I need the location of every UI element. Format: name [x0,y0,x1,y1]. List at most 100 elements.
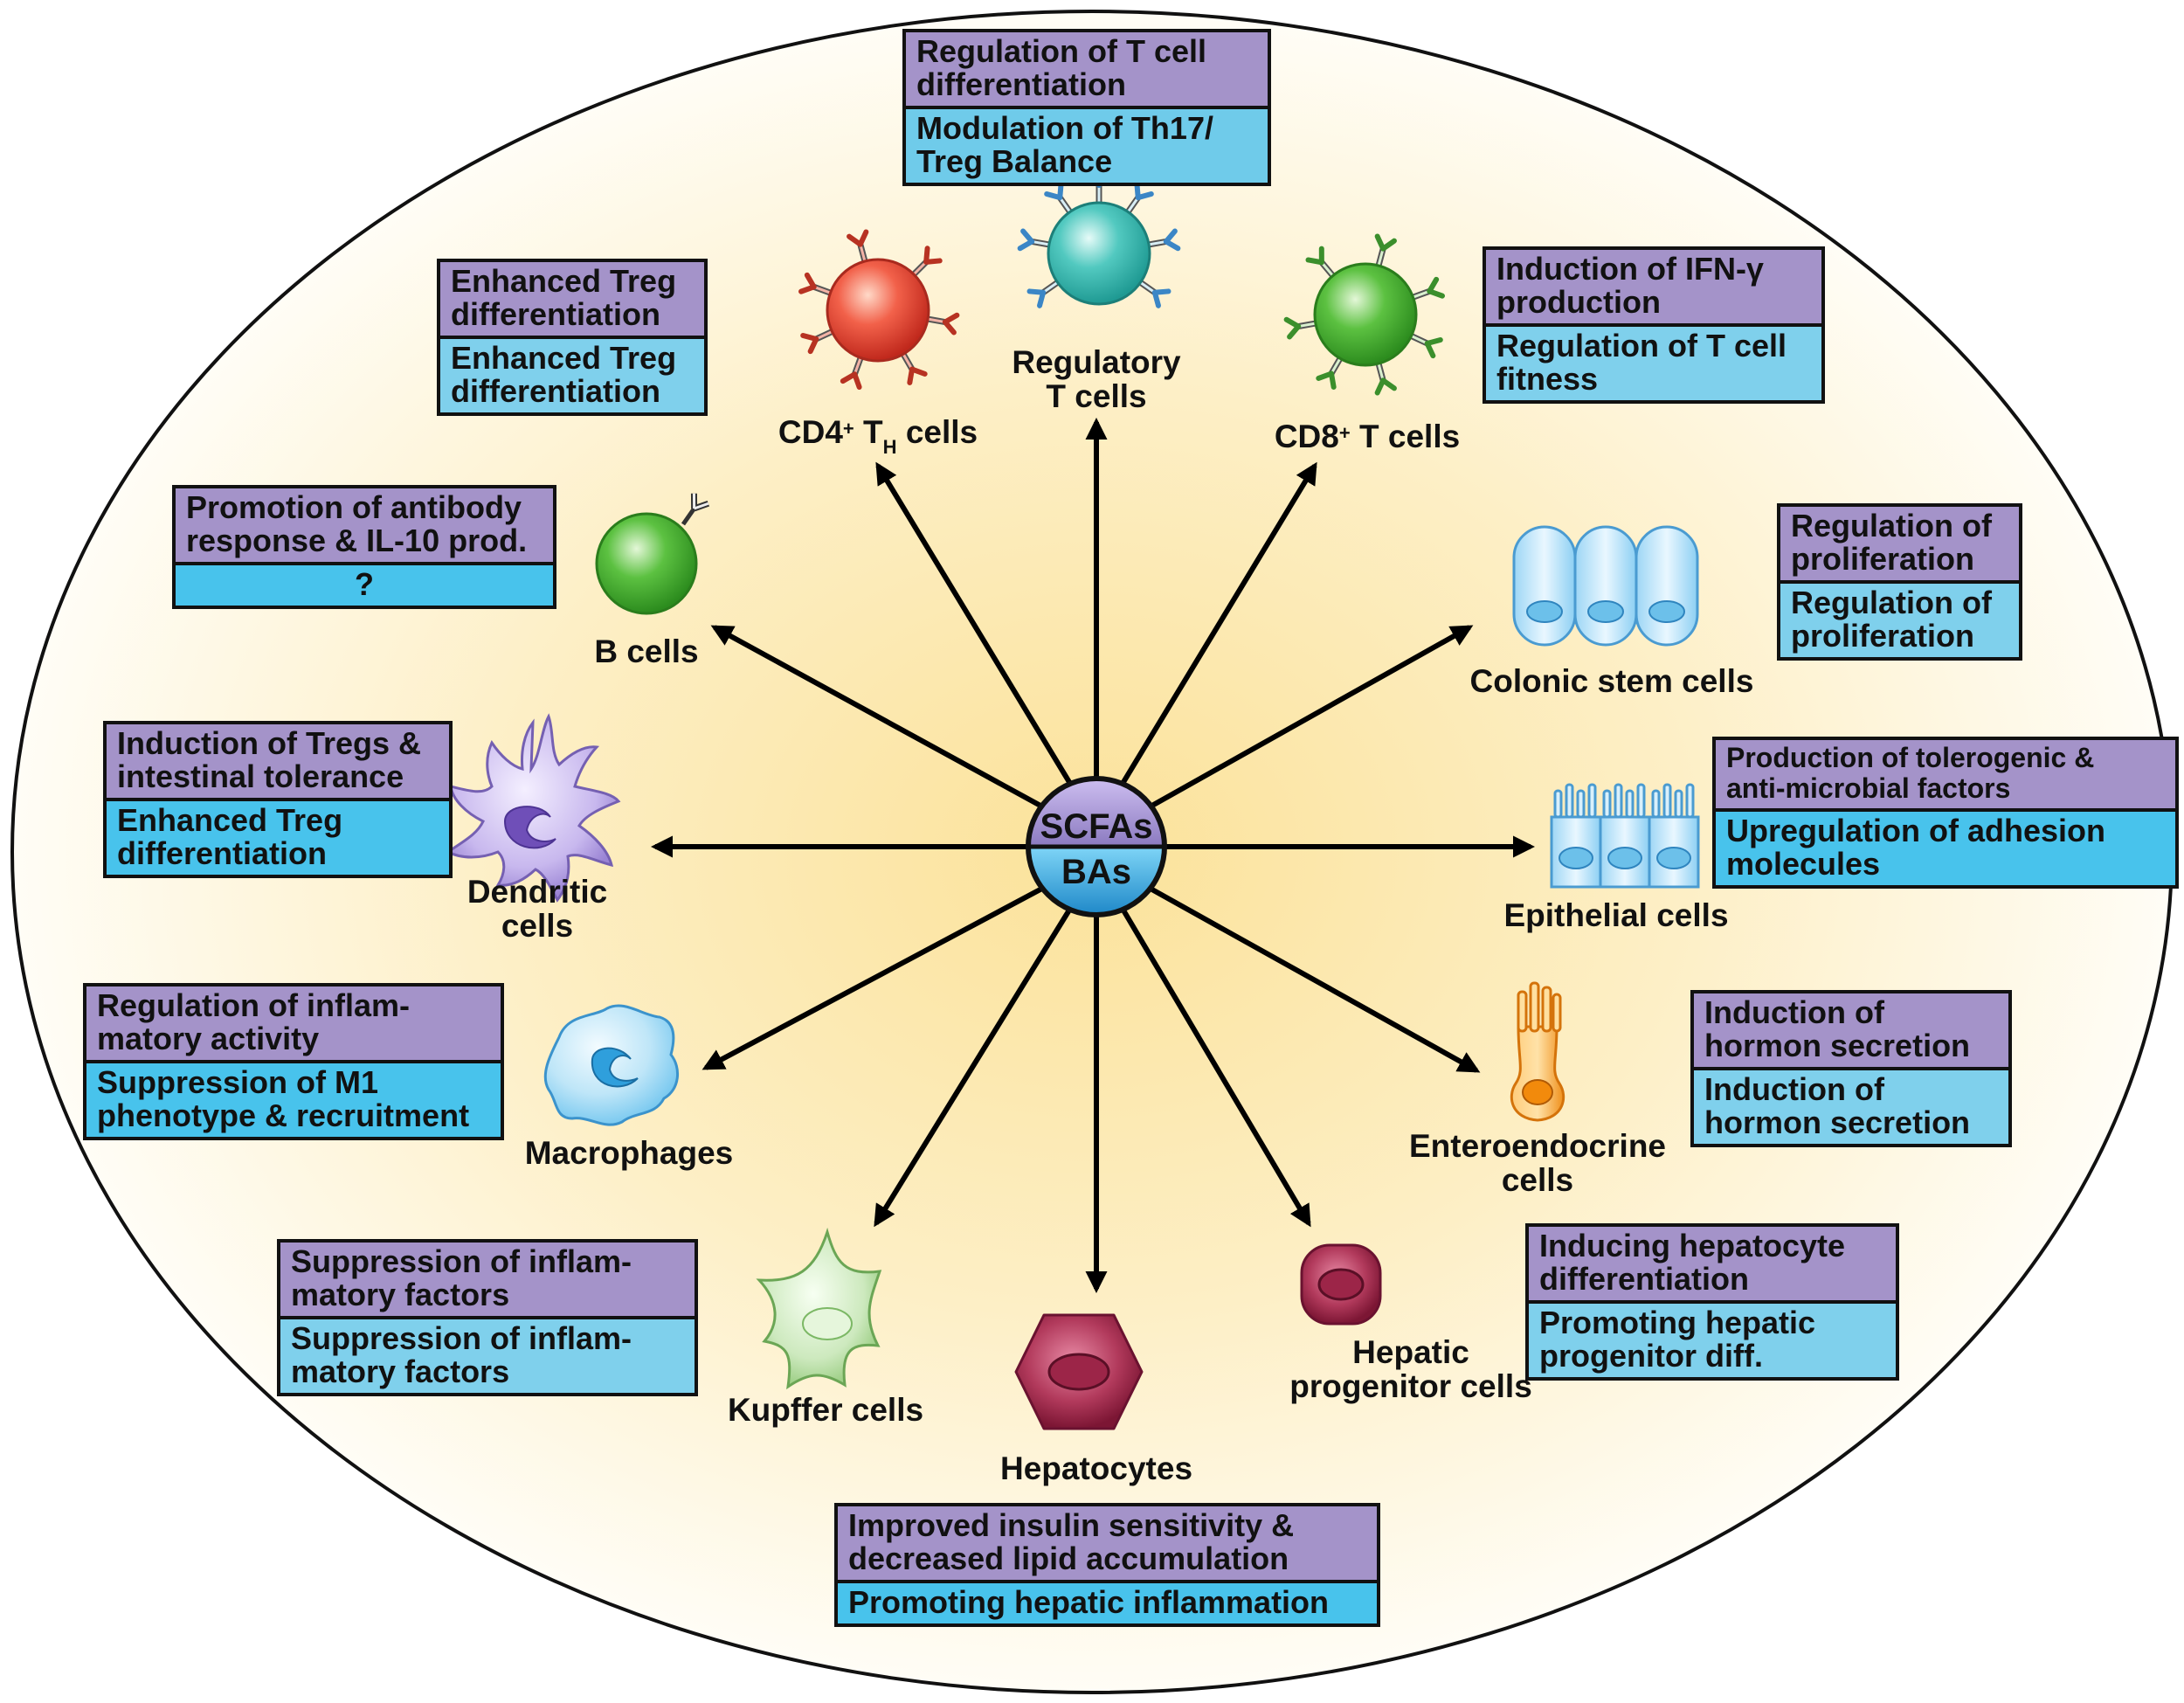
ba-line: matory factors [291,1353,510,1389]
scfa-line: differentiation [916,66,1126,102]
ba-line: differentiation [117,835,327,871]
cd8-sup: + [1338,422,1351,444]
regulatory-t-cell-icon [1020,175,1178,306]
cd4-sup: + [842,418,854,440]
scfa-line: matory factors [291,1277,510,1312]
macrophage-icon [543,1004,680,1126]
b-cell-icon [595,493,710,615]
scfa-line: Induction of IFN-γ [1496,251,1764,287]
epithelial-cell-icon [1550,783,1700,889]
scfa-line: differentiation [1539,1261,1749,1297]
arrow-hepprog [1117,903,1311,1228]
arrows [650,417,1536,1294]
box-epithelial-cells: Production of tolerogenic &anti-microbia… [1712,737,2179,889]
scfa-effect: Suppression of inflam-matory factors [280,1243,695,1319]
scfa-line: proliferation [1791,541,1975,577]
arrow-kupffer [874,903,1075,1228]
cd8-pre: CD8 [1274,419,1339,454]
ba-label: BAs [1061,853,1131,891]
ba-line: ? [355,566,374,602]
cd4-t-cell-icon [801,232,957,387]
label-dendritic-cells: Dendritic cells [454,875,620,943]
arrow-cd8 [1116,461,1317,793]
hepatocyte-icon [1014,1313,1144,1430]
scfa-line: hormon secretion [1704,1028,1971,1063]
scfa-line: Promotion of antibody [186,489,522,525]
scfa-line: Enhanced Treg [451,263,677,299]
scfa-line: decreased lipid accumulation [848,1540,1289,1576]
scfa-line: Production of tolerogenic & [1726,742,2095,773]
hepatic-progenitor-cell-icon [1300,1243,1382,1326]
scfa-line: production [1496,284,1661,320]
box-kupffer-cells: Suppression of inflam-matory factors Sup… [277,1239,698,1396]
arrow-cd4 [875,461,1077,793]
colonic-stem-cell-icon [1512,525,1699,647]
arrow-bcell [710,625,1052,813]
box-dendritic-cells: Induction of Tregs &intestinal tolerance… [103,721,453,878]
ba-effect: ? [176,565,553,606]
ba-effect: Suppression of inflam-matory factors [280,1319,695,1393]
ba-effect: Promoting hepatic inflammation [838,1583,1377,1623]
ba-line: Promoting hepatic inflammation [848,1584,1330,1620]
ba-line: Modulation of Th17/ [916,110,1213,146]
label-hepatic-progenitor-cells: Hepatic progenitor cells [1267,1335,1555,1403]
arrow-colonic [1141,625,1474,813]
label-kupffer-cells: Kupffer cells [727,1392,924,1428]
enteroendocrine-cell-icon [1510,981,1565,1122]
label-macrophages: Macrophages [524,1135,734,1171]
hepprog-line1: Hepatic [1352,1334,1469,1370]
cd4-mid: T [854,414,883,450]
scfa-effect: Production of tolerogenic &anti-microbia… [1716,740,2175,812]
label-colonic-stem-cells: Colonic stem cells [1469,663,1754,699]
dendritic-line2: cells [501,908,574,944]
ba-line: molecules [1726,846,1881,882]
dendritic-cell-icon [446,713,621,903]
central-node: SCFAs BAs [1026,776,1167,917]
label-cd8-t-cells: CD8+ T cells [1245,419,1489,453]
ba-line: progenitor diff. [1539,1338,1763,1374]
ba-line: Upregulation of adhesion [1726,813,2106,848]
scfa-line: Improved insulin sensitivity & [848,1507,1295,1543]
label-enteroendocrine-cells: Enteroendocrine cells [1398,1129,1677,1197]
scfa-line: Suppression of inflam- [291,1243,632,1279]
box-hepatocytes: Improved insulin sensitivity &decreased … [834,1503,1380,1627]
ba-line: differentiation [451,373,660,409]
label-hepatocytes: Hepatocytes [999,1450,1193,1486]
ba-line: hormon secretion [1704,1104,1971,1140]
label-treg-line2: T cells [1046,378,1147,414]
scfa-line: Inducing hepatocyte [1539,1228,1846,1263]
entero-line1: Enteroendocrine [1409,1128,1666,1164]
label-cd4-th-cells: CD4+ TH cells [734,415,1022,460]
dendritic-line1: Dendritic [467,874,608,910]
ba-line: Suppression of M1 [97,1064,379,1100]
scfa-effect: Induction of Tregs &intestinal tolerance [107,724,449,801]
ba-line: Enhanced Treg [451,340,677,376]
scfa-line: intestinal tolerance [117,758,404,794]
ba-line: Regulation of [1791,585,1992,620]
scfa-effect: Improved insulin sensitivity &decreased … [838,1506,1377,1583]
ba-line: Induction of [1704,1071,1884,1107]
ba-line: Suppression of inflam- [291,1320,632,1356]
scfa-label: SCFAs [1040,807,1153,846]
scfa-line: Induction of [1704,994,1884,1030]
ba-line: fitness [1496,361,1599,397]
label-regulatory-t-cells: Regulatory T cells [978,345,1214,413]
kupffer-cell-icon [756,1227,882,1390]
arrow-macrophage [702,882,1052,1070]
ba-line: Regulation of T cell [1496,328,1787,363]
ba-line: Enhanced Treg [117,802,343,838]
